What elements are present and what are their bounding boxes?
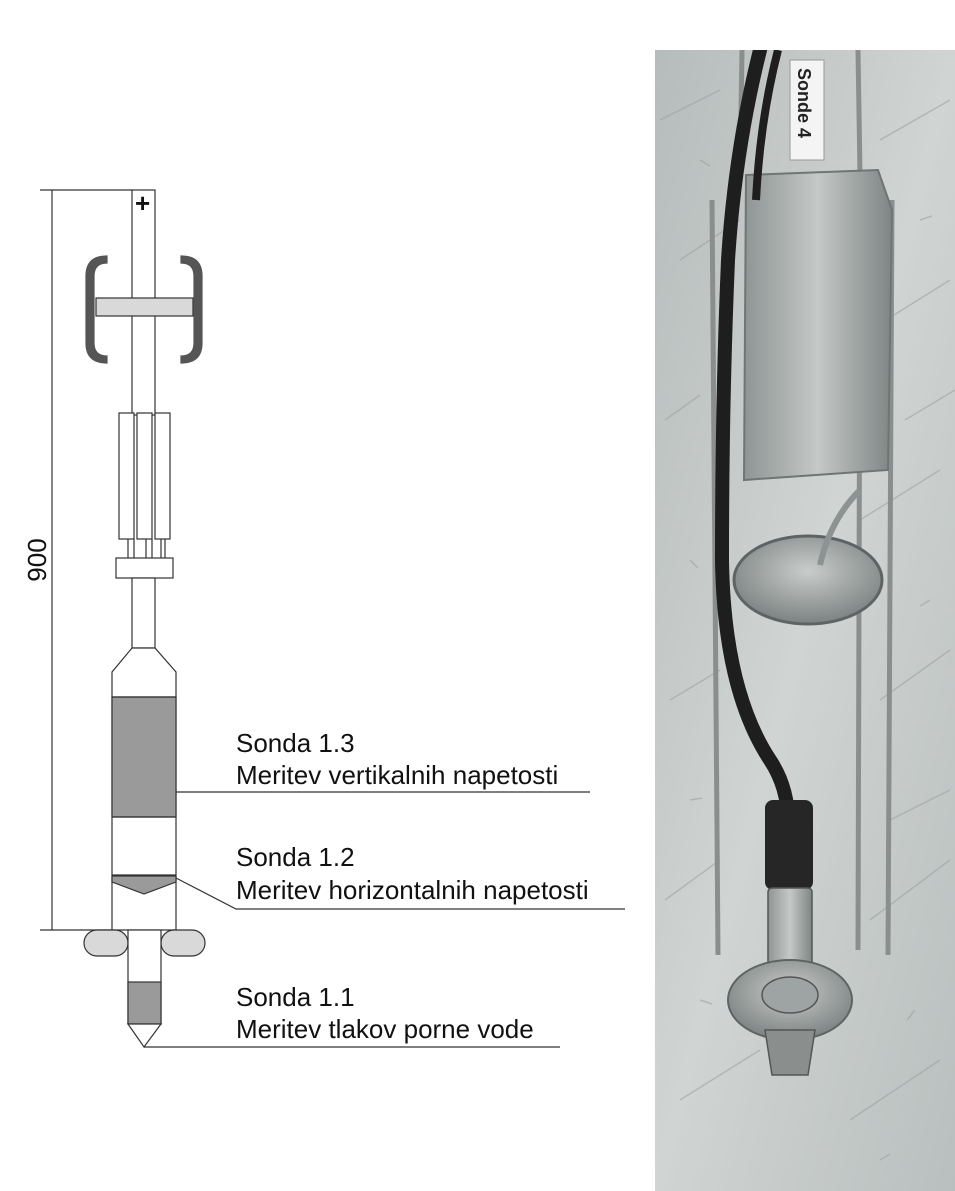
probe-photo: Sonde 4 [655, 50, 955, 1191]
photo-probe-tip [764, 1029, 816, 1076]
base-flange-left [83, 929, 129, 957]
photo-tag-label: Sonde 4 [794, 68, 814, 138]
probe-1-3-title: Sonda 1.3 [236, 728, 355, 758]
floor-texture [659, 89, 955, 1161]
top-marker: + [135, 188, 150, 218]
probe-drawing [40, 189, 625, 1049]
probe-tip [126, 1023, 163, 1049]
dimension-label: 900 [22, 538, 52, 581]
probe-disc [732, 534, 884, 626]
horizontal-stress-cell [111, 875, 177, 895]
vertical-stress-cell [111, 696, 177, 818]
probe-cable [714, 50, 796, 837]
cross-bar [95, 297, 194, 317]
probe-1-3-description: Meritev vertikalnih napetosti [236, 760, 558, 790]
leader-line-1-2 [175, 877, 625, 910]
probe-collar [115, 557, 174, 579]
probe-plate [742, 168, 894, 482]
pore-pressure-cell [127, 981, 162, 1025]
left-bracket [85, 255, 108, 364]
sensor-strips [118, 412, 171, 558]
right-bracket [180, 255, 203, 364]
probe-1-2-description: Meritev horizontalnih napetosti [236, 875, 589, 905]
photo-tag [789, 59, 825, 161]
probe-1-1-description: Meritev tlakov porne vode [236, 1014, 534, 1044]
probe-1-2-title: Sonda 1.2 [236, 842, 355, 872]
lower-rod [131, 577, 156, 649]
probe-1-1-title: Sonda 1.1 [236, 982, 355, 1012]
probe-connector [765, 800, 813, 890]
base-flange-right [160, 929, 206, 957]
